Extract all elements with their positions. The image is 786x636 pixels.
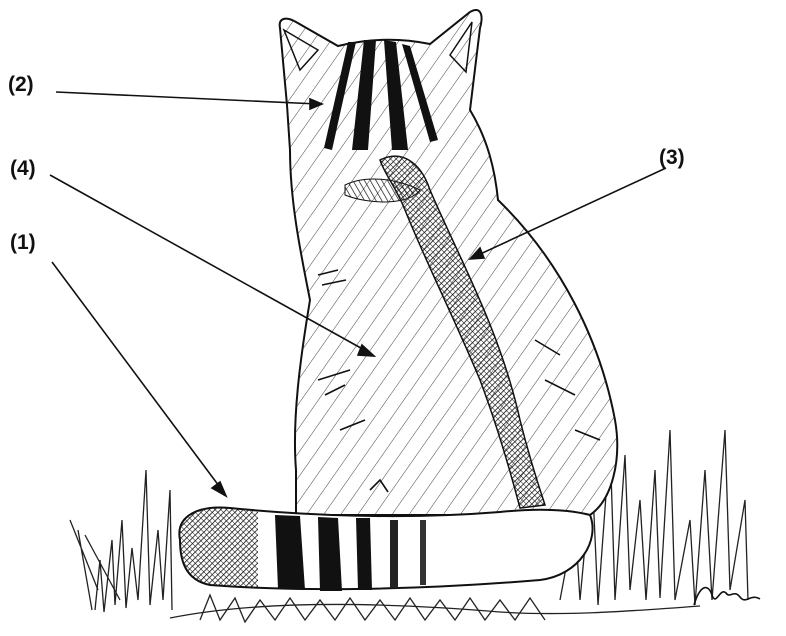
arrow-2 (56, 92, 318, 104)
artist-signature (690, 575, 770, 615)
label-2: (2) (8, 74, 34, 95)
label-4: (4) (10, 158, 36, 179)
ringed-tail (179, 507, 592, 591)
arrow-1 (52, 262, 222, 490)
label-3: (3) (659, 147, 685, 168)
label-1: (1) (10, 232, 36, 253)
